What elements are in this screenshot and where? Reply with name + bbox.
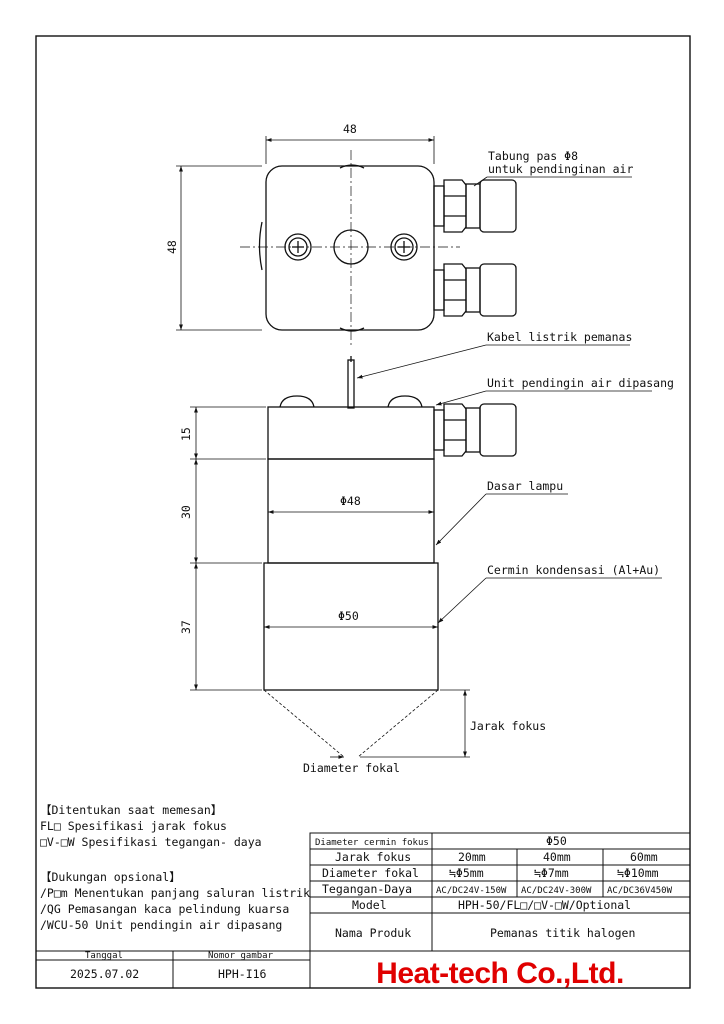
table-label-diameter: Diameter fokal (322, 866, 419, 880)
drawing-frame (35, 35, 691, 989)
table-cell: AC/DC24V-300W (521, 886, 592, 896)
table-label-model: Model (352, 898, 387, 912)
table-cell: 40mm (543, 850, 571, 864)
order-note-item: □V-□W Spesifikasi tegangan- daya (40, 835, 262, 849)
company-logo-text: Heat-tech Co.,Ltd. (376, 957, 624, 990)
lamp-base-section (267, 458, 435, 564)
callout-lamp-base: Dasar lampu (487, 479, 563, 493)
drawing-number-label: Nomor gambar (208, 951, 274, 961)
table-label-product: Nama Produk (335, 926, 411, 940)
options-title: 【Dukungan opsional】 (40, 870, 181, 884)
tube-fitting-side (433, 403, 517, 457)
spec-table (309, 832, 691, 952)
tube-fitting-lower (433, 263, 517, 317)
table-cell: ≒Φ7mm (534, 866, 569, 880)
date-label: Tanggal (85, 951, 123, 961)
callout-tube-line2: untuk pendinginan air (488, 162, 633, 176)
dim-h-15: 15 (179, 427, 193, 441)
dim-top-height: 48 (165, 240, 179, 254)
top-view (258, 164, 517, 332)
head-body-top (265, 165, 435, 331)
order-note-item: FL□ Spesifikasi jarak fokus (40, 819, 227, 833)
side-view (263, 356, 517, 691)
table-value-mirror: Φ50 (546, 834, 567, 848)
table-label-voltage: Tegangan-Daya (322, 882, 412, 896)
order-notes-title: 【Ditentukan saat memesan】 (40, 803, 222, 817)
title-block (36, 950, 690, 988)
table-cell: AC/DC36V450W (607, 886, 673, 896)
callout-tube-line1: Tabung pas Φ8 (488, 149, 578, 163)
table-cell: ≒Φ10mm (617, 866, 659, 880)
table-cell: ≒Φ5mm (449, 866, 484, 880)
callout-focal-diameter: Diameter fokal (303, 761, 400, 775)
option-item: /QG Pemasangan kaca pelindung kuarsa (40, 902, 289, 916)
tube-fitting-upper (433, 179, 517, 233)
callout-cable: Kabel listrik pemanas (487, 330, 632, 344)
dim-h-37: 37 (179, 620, 193, 634)
table-label-focal: Jarak fokus (335, 850, 411, 864)
option-item: /WCU-50 Unit pendingin air dipasang (40, 918, 282, 932)
date-value: 2025.07.02 (70, 967, 139, 981)
table-label-mirror: Diameter cermin fokus (315, 838, 429, 848)
option-item: /P□m Menentukan panjang saluran listrik (40, 886, 310, 900)
callout-cooling-unit: Unit pendingin air dipasang (487, 376, 674, 390)
dim-top-width: 48 (343, 122, 357, 136)
table-cell: AC/DC24V-150W (436, 886, 507, 896)
dim-base-diameter: Φ48 (340, 494, 361, 508)
condensing-mirror-section (263, 562, 439, 691)
dim-mirror-diameter: Φ50 (338, 609, 359, 623)
table-cell: 60mm (630, 850, 658, 864)
head-section-upper (267, 406, 435, 460)
callout-mirror: Cermin kondensasi (Al+Au) (487, 563, 660, 577)
table-value-product: Pemanas titik halogen (490, 926, 635, 940)
table-cell: 20mm (458, 850, 486, 864)
heater-cable (347, 359, 355, 409)
drawing-number-value: HPH-I16 (218, 967, 267, 981)
dim-h-30: 30 (179, 505, 193, 519)
table-value-model: HPH-50/FL□/□V-□W/Optional (458, 898, 631, 912)
callout-focal-distance: Jarak fokus (470, 719, 546, 733)
